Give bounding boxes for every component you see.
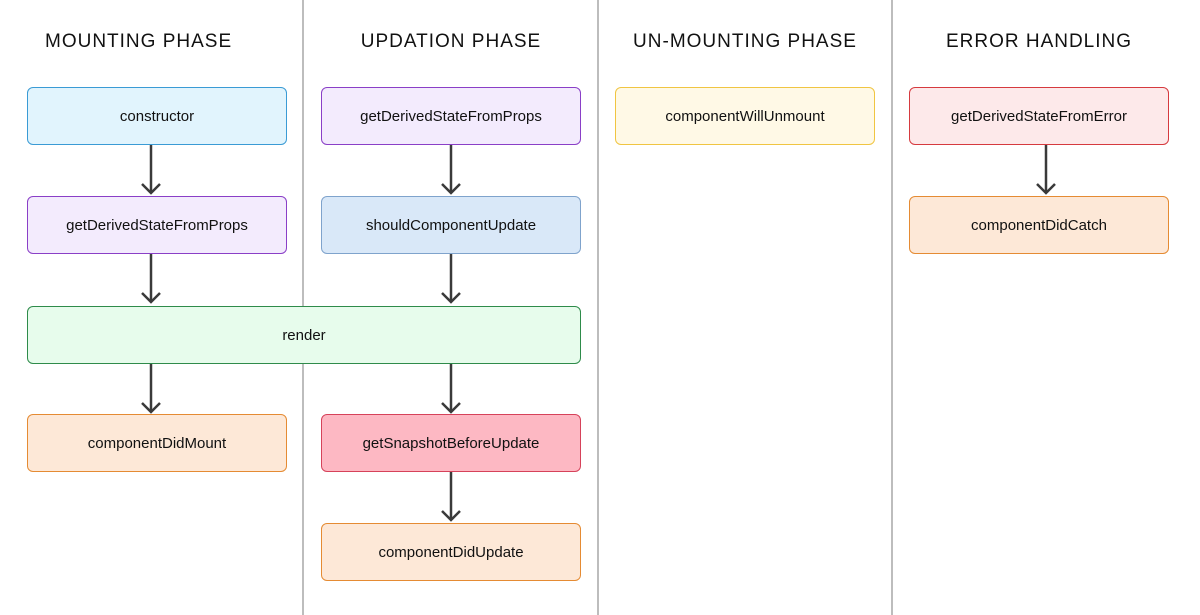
component-will-unmount-node: componentWillUnmount	[615, 87, 875, 145]
column-divider	[891, 0, 893, 615]
arrow-down-icon	[441, 145, 461, 195]
arrow-down-icon	[141, 254, 161, 304]
arrow-down-icon	[1036, 145, 1056, 195]
arrow-down-icon	[141, 145, 161, 195]
mounting-phase-title: MOUNTING PHASE	[45, 31, 233, 52]
component-did-mount-node: componentDidMount	[27, 414, 287, 472]
error-handling-title: ERROR HANDLING	[945, 31, 1133, 52]
get-derived-state-from-error-node: getDerivedStateFromError	[909, 87, 1169, 145]
get-snapshot-before-update-node: getSnapshotBeforeUpdate	[321, 414, 581, 472]
render-node: render	[27, 306, 581, 364]
column-divider	[597, 0, 599, 615]
get-derived-state-from-props-node: getDerivedStateFromProps	[27, 196, 287, 254]
arrow-down-icon	[141, 364, 161, 414]
unmounting-phase-title: UN-MOUNTING PHASE	[633, 31, 857, 52]
update-get-derived-state-from-props-node: getDerivedStateFromProps	[321, 87, 581, 145]
constructor-node: constructor	[27, 87, 287, 145]
component-did-update-node: componentDidUpdate	[321, 523, 581, 581]
updation-phase-title: UPDATION PHASE	[360, 31, 542, 52]
component-did-catch-node: componentDidCatch	[909, 196, 1169, 254]
arrow-down-icon	[441, 364, 461, 414]
arrow-down-icon	[441, 472, 461, 522]
arrow-down-icon	[441, 254, 461, 304]
should-component-update-node: shouldComponentUpdate	[321, 196, 581, 254]
